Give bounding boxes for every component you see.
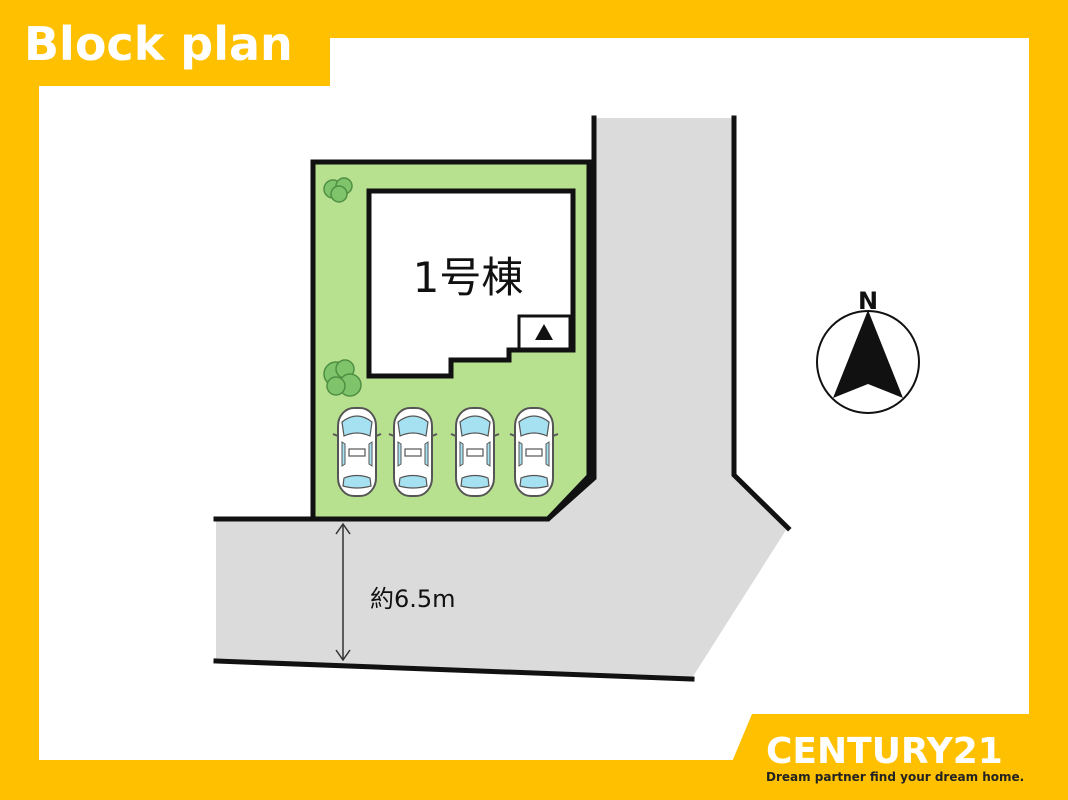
road-boundaries — [213, 115, 792, 682]
brand-tagline: Dream partner find your dream home. — [766, 770, 1024, 784]
road-width-dimension — [335, 522, 351, 662]
road-area — [216, 118, 786, 678]
tree-icon — [323, 177, 353, 203]
compass-icon — [816, 310, 920, 414]
tree-icon — [323, 359, 362, 397]
brand-logo: CENTURY21 — [766, 731, 1003, 772]
entrance-arrow-icon — [535, 324, 553, 340]
car-icon — [509, 407, 559, 497]
page-title: Block plan — [24, 17, 293, 71]
building-label: 1号棟 — [413, 253, 524, 302]
road-width-label: 約6.5m — [370, 585, 456, 613]
north-label: N — [858, 287, 878, 315]
building-footprint — [366, 188, 576, 379]
car-icon — [450, 407, 500, 497]
car-icon — [332, 407, 382, 497]
car-icon — [388, 407, 438, 497]
